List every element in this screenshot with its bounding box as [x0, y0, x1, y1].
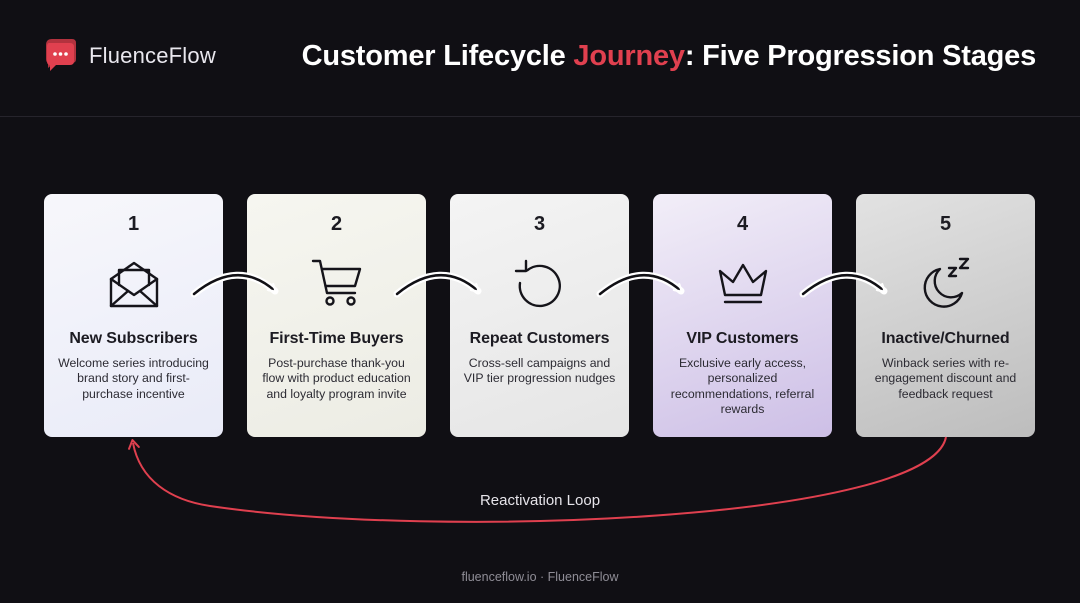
stage-name: New Subscribers: [69, 330, 198, 347]
stage-name: Inactive/Churned: [881, 330, 1010, 347]
crown-icon: [718, 263, 767, 304]
stage-description: Welcome series introducing brand story a…: [58, 356, 209, 401]
title-text-start: Customer Lifecycle: [301, 40, 574, 72]
stage-number: 4: [736, 213, 749, 235]
moon-sleep-icon: [923, 257, 969, 308]
footer-text: fluenceflow.io · FluenceFlow: [461, 570, 619, 584]
reactivation-loop-arrow: [128, 436, 947, 523]
title-text-end: : Five Progression Stages: [684, 40, 1036, 72]
stage-card-2: 2 First-Time Buyers Post-purchase thank-…: [247, 194, 426, 437]
stage-description: Exclusive early access, personalized rec…: [670, 356, 815, 417]
stage-name: VIP Customers: [686, 330, 799, 347]
title-accent: Journey: [573, 40, 685, 72]
envelope-icon: [109, 261, 158, 308]
brand[interactable]: FluenceFlow: [44, 37, 216, 75]
stage-description: Winback series with re-engagement discou…: [874, 356, 1017, 401]
stage-name: Repeat Customers: [469, 330, 610, 347]
stage-card-1: 1 New Subscribers Welcome series introdu…: [44, 194, 223, 437]
header: FluenceFlow Customer Lifecycle Journey: …: [0, 0, 1080, 117]
stage-number: 1: [127, 213, 140, 235]
stage-number: 5: [939, 213, 952, 235]
refresh-icon: [514, 259, 561, 308]
shopping-cart-icon: [311, 259, 361, 306]
stage-description: Cross-sell campaigns and VIP tier progre…: [463, 356, 616, 386]
page-title: Customer Lifecycle Journey: Five Progres…: [301, 40, 1037, 73]
stage-name: First-Time Buyers: [269, 330, 404, 347]
stage-card-3: 3 Repeat Customers Cross-sell campaigns …: [450, 194, 629, 437]
brand-name: FluenceFlow: [89, 43, 216, 68]
stage-card-5: 5 Inactive/Churned Winback series with r…: [856, 194, 1035, 437]
stage-number: 3: [533, 213, 546, 235]
chat-bubble-logo-icon: [46, 39, 76, 71]
stage-card-4: 4 VIP Customers Exclusive early access, …: [653, 194, 832, 437]
stage-number: 2: [330, 213, 343, 235]
reactivation-loop-label: Reactivation Loop: [479, 492, 601, 509]
stage-description: Post-purchase thank-you flow with produc…: [262, 356, 411, 401]
